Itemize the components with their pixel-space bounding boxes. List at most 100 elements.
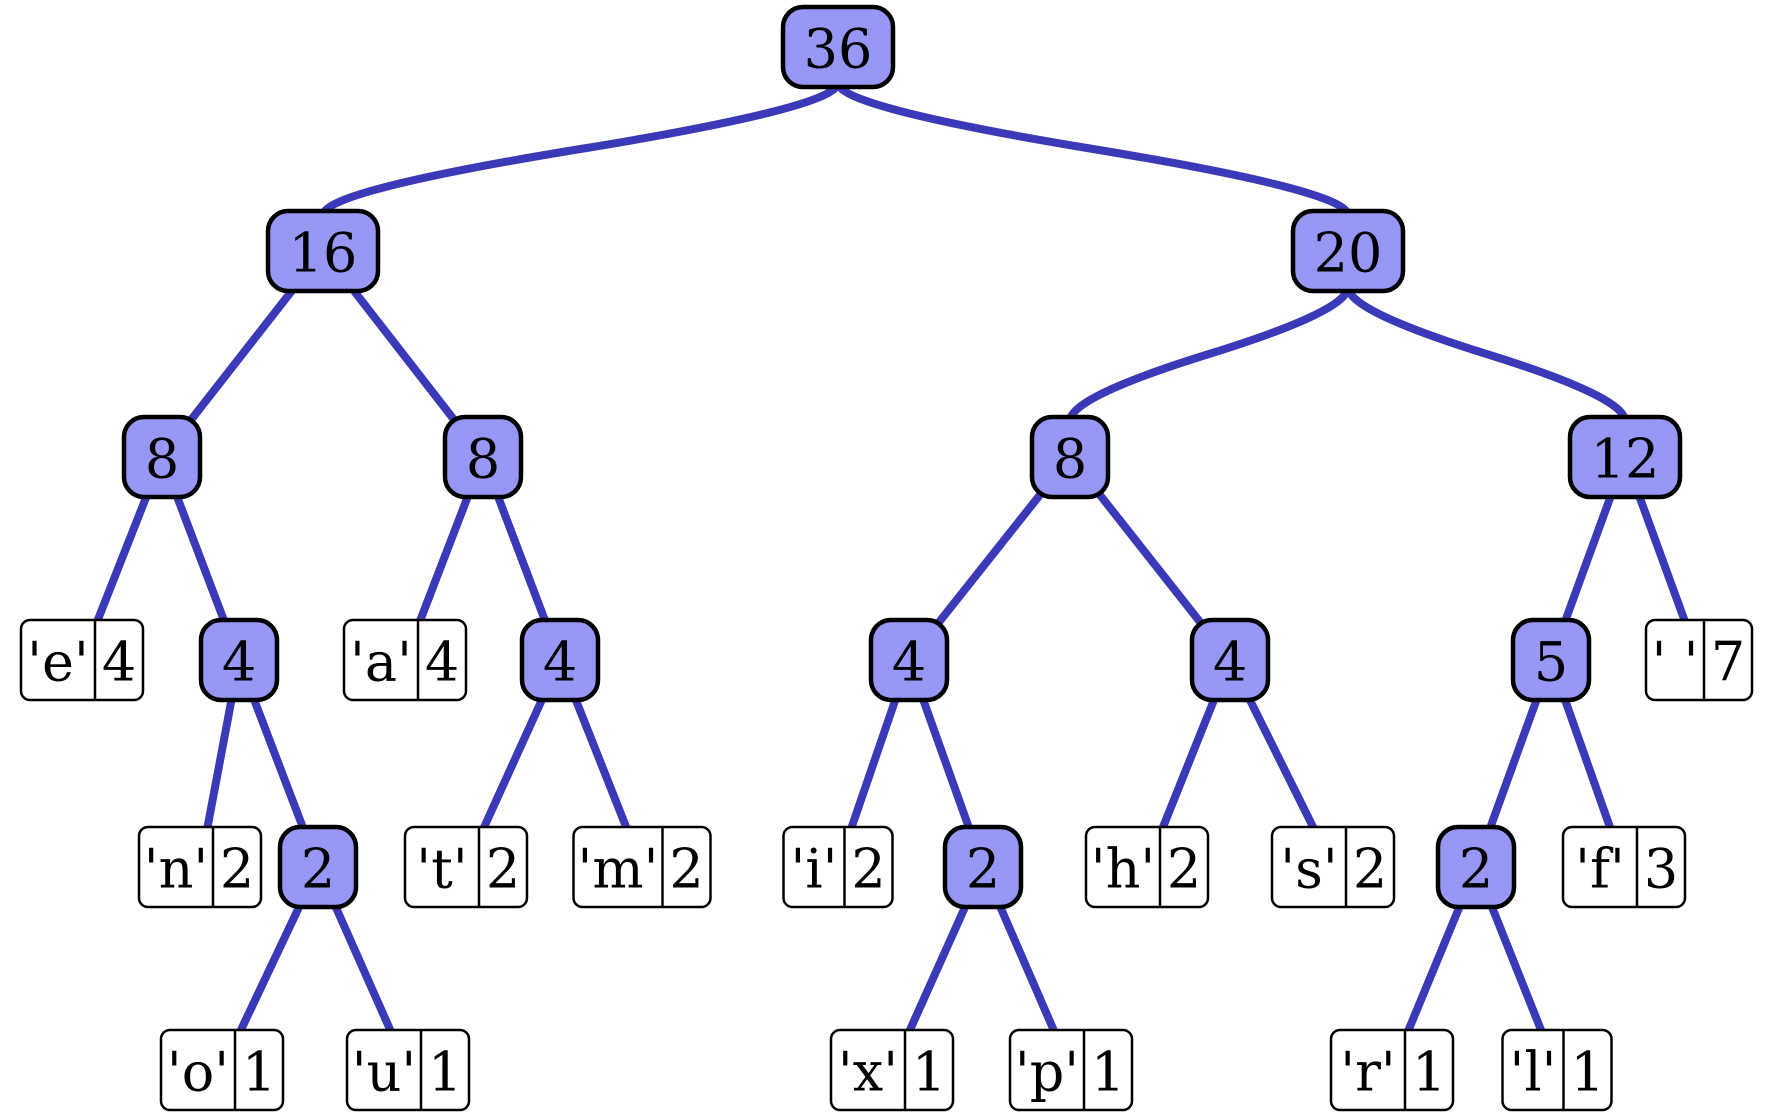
leaf-node-box xyxy=(572,825,712,909)
node-weight: 2 xyxy=(301,838,335,901)
leaf-weight: 1 xyxy=(242,1041,276,1104)
leaf-node: 'e'4 xyxy=(19,618,145,702)
leaf-node-box xyxy=(1329,1028,1455,1112)
node-weight: 4 xyxy=(892,631,926,694)
leaf-node: 'l' 1 xyxy=(1501,1028,1613,1112)
internal-node-box xyxy=(1029,414,1111,500)
leaf-node: 'r' 1 xyxy=(1329,1028,1455,1112)
node-weight: 16 xyxy=(289,222,358,285)
leaf-node-box xyxy=(1644,618,1754,702)
leaf-node-box xyxy=(403,825,529,909)
leaf-node: ' '7 xyxy=(1644,618,1754,702)
node-weight: 2 xyxy=(1459,838,1493,901)
leaf-symbol: 't' xyxy=(416,838,467,901)
node-weight: 8 xyxy=(466,428,500,491)
leaf-node-box xyxy=(1561,825,1687,909)
leaf-weight: 1 xyxy=(912,1041,946,1104)
internal-node-box xyxy=(1567,414,1683,500)
leaf-node-box xyxy=(1008,1028,1134,1112)
leaf-weight: 3 xyxy=(1644,838,1678,901)
leaf-node: 'u'1 xyxy=(345,1028,471,1112)
leaf-symbol: 'p' xyxy=(1015,1041,1079,1104)
node-weight: 8 xyxy=(1053,428,1087,491)
leaf-symbol: 'e' xyxy=(27,631,89,694)
node-weight: 2 xyxy=(966,838,1000,901)
node-weight: 8 xyxy=(145,428,179,491)
internal-node: 36 xyxy=(780,4,896,90)
internal-node: 2 xyxy=(1435,824,1517,910)
internal-node-box xyxy=(519,617,601,703)
leaf-weight: 1 xyxy=(1412,1041,1446,1104)
leaf-weight: 2 xyxy=(220,838,254,901)
leaf-node-box xyxy=(159,1028,285,1112)
tree-edge xyxy=(319,81,842,217)
internal-node: 20 xyxy=(1290,208,1406,294)
internal-node-box xyxy=(942,824,1024,910)
internal-node-box xyxy=(1189,617,1271,703)
internal-node-box xyxy=(780,4,896,90)
tree-edge xyxy=(834,81,1352,217)
leaf-node-box xyxy=(345,1028,471,1112)
leaf-weight: 4 xyxy=(102,631,136,694)
leaf-weight: 2 xyxy=(1353,838,1387,901)
leaf-node-box xyxy=(829,1028,955,1112)
tree-nodes: 'e'4'n'2'o'1'u'1248'a'4't'2'm'24816'i'2'… xyxy=(19,4,1754,1112)
leaf-symbol: 'h' xyxy=(1091,838,1155,901)
leaf-node-box xyxy=(342,618,468,702)
leaf-node: 'o'1 xyxy=(159,1028,285,1112)
internal-node: 8 xyxy=(1029,414,1111,500)
internal-node: 2 xyxy=(942,824,1024,910)
leaf-node: 'm'2 xyxy=(572,825,712,909)
leaf-node: 'a'4 xyxy=(342,618,468,702)
internal-node: 8 xyxy=(442,414,524,500)
leaf-node: 'i' 2 xyxy=(782,825,894,909)
internal-node-box xyxy=(121,414,203,500)
leaf-weight: 2 xyxy=(1167,838,1201,901)
leaf-weight: 2 xyxy=(669,838,703,901)
internal-node-box xyxy=(277,824,359,910)
node-weight: 20 xyxy=(1314,222,1383,285)
node-weight: 36 xyxy=(804,18,873,81)
internal-node: 16 xyxy=(265,208,381,294)
internal-node-box xyxy=(265,208,381,294)
leaf-weight: 2 xyxy=(851,838,885,901)
leaf-node-box xyxy=(137,825,263,909)
internal-node: 5 xyxy=(1510,617,1592,703)
leaf-node: 's'2 xyxy=(1270,825,1396,909)
leaf-symbol: 'm' xyxy=(578,838,659,901)
leaf-node-box xyxy=(1084,825,1210,909)
leaf-symbol: 'x' xyxy=(838,1041,898,1104)
leaf-node: 'f' 3 xyxy=(1561,825,1687,909)
leaf-symbol: 'a' xyxy=(350,631,412,694)
leaf-node: 'n'2 xyxy=(137,825,263,909)
internal-node-box xyxy=(1290,208,1406,294)
internal-node: 8 xyxy=(121,414,203,500)
leaf-weight: 2 xyxy=(486,838,520,901)
leaf-weight: 1 xyxy=(1570,1041,1604,1104)
leaf-symbol: 'l' xyxy=(1510,1041,1557,1104)
leaf-node-box xyxy=(19,618,145,702)
leaf-node-box xyxy=(782,825,894,909)
internal-node: 4 xyxy=(868,617,950,703)
node-weight: 4 xyxy=(222,631,256,694)
internal-node: 4 xyxy=(1189,617,1271,703)
leaf-node-box xyxy=(1501,1028,1613,1112)
leaf-node-box xyxy=(1270,825,1396,909)
node-weight: 12 xyxy=(1591,428,1660,491)
leaf-node: 't' 2 xyxy=(403,825,529,909)
internal-node-box xyxy=(1435,824,1517,910)
node-weight: 5 xyxy=(1534,631,1568,694)
node-weight: 4 xyxy=(1213,631,1247,694)
leaf-node: 'p'1 xyxy=(1008,1028,1134,1112)
leaf-symbol: 'f' xyxy=(1575,838,1625,901)
internal-node: 4 xyxy=(519,617,601,703)
leaf-weight: 1 xyxy=(1091,1041,1125,1104)
leaf-node: 'x'1 xyxy=(829,1028,955,1112)
leaf-symbol: 'i' xyxy=(791,838,838,901)
internal-node: 4 xyxy=(198,617,280,703)
leaf-symbol: ' ' xyxy=(1652,631,1699,694)
node-weight: 4 xyxy=(543,631,577,694)
internal-node: 12 xyxy=(1567,414,1683,500)
leaf-symbol: 'r' xyxy=(1340,1041,1396,1104)
